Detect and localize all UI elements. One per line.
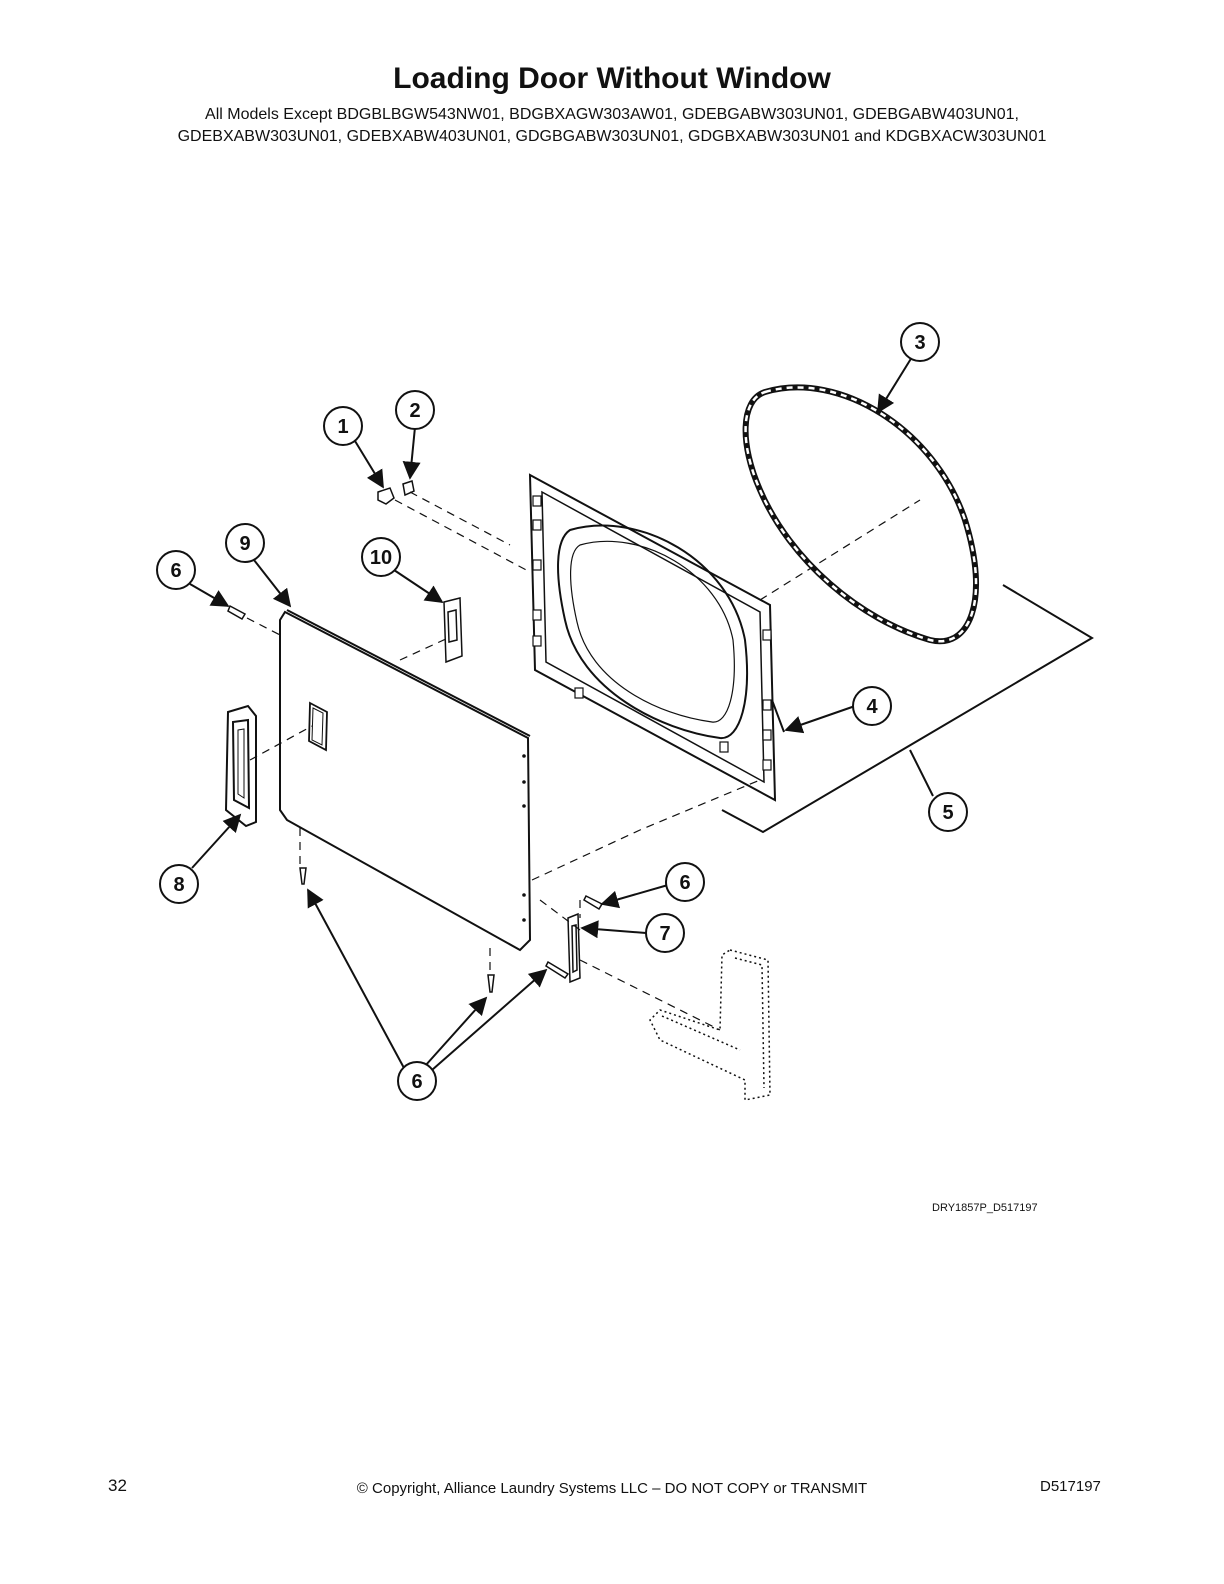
- callout-label: 7: [659, 923, 670, 945]
- callout-label: 9: [239, 533, 250, 555]
- inner-door-panel: [528, 473, 777, 802]
- cabinet-section: [649, 949, 771, 1101]
- callout-bubble: [928, 792, 968, 832]
- callout-bubble: [645, 913, 685, 953]
- callout-label: 4: [866, 696, 878, 718]
- callout-bubble: [156, 550, 196, 590]
- callout-label: 1: [337, 416, 348, 438]
- callout-bubble: [397, 1061, 437, 1101]
- callout-bubble: [225, 523, 265, 563]
- model-exceptions-line-1: All Models Except BDGBLBGW543NW01, BDGBX…: [205, 106, 1019, 123]
- drawing-id: DRY1857P_D517197: [932, 1202, 1038, 1214]
- screws: [227, 604, 604, 993]
- callout-bubble: [665, 862, 705, 902]
- callout-label: 3: [914, 332, 925, 354]
- assembly-guide-lines: [246, 491, 921, 1031]
- door-hinge: [567, 912, 581, 984]
- outer-door-panel: [279, 609, 532, 952]
- callout-label: 6: [679, 872, 690, 894]
- callout-label: 6: [411, 1071, 422, 1093]
- callout-label: 6: [170, 560, 181, 582]
- callout-bubble: [852, 686, 892, 726]
- callout-bubble: [900, 322, 940, 362]
- callout-bubble: [159, 864, 199, 904]
- callout-leaders: [189, 356, 934, 1071]
- copyright-notice: © Copyright, Alliance Laundry Systems LL…: [356, 1480, 868, 1497]
- door-strike: [443, 597, 463, 664]
- callout-bubble: [395, 390, 435, 430]
- callout-label: 5: [942, 802, 953, 824]
- latch-clip: [377, 487, 395, 505]
- callout-label: 8: [173, 874, 184, 896]
- model-exceptions-line-2: GDEBXABW303UN01, GDEBXABW403UN01, GDGBGA…: [177, 128, 1047, 145]
- door-gasket: [742, 384, 979, 645]
- callout-label: 10: [370, 547, 392, 569]
- callout-bubble: [323, 406, 363, 446]
- callout-labels: 1 2 3 4 5 6 9 10 6 7 8 6: [170, 332, 953, 1093]
- page-title: Loading Door Without Window: [393, 62, 831, 95]
- callout-bubble: [361, 537, 401, 577]
- reference-plane: [721, 584, 1094, 834]
- latch-insert: [402, 480, 415, 497]
- callout-bubbles: [156, 322, 968, 1101]
- callout-label: 2: [409, 400, 420, 422]
- document-number: D517197: [1040, 1478, 1101, 1495]
- door-handle: [224, 704, 257, 828]
- page-number: 32: [108, 1476, 127, 1495]
